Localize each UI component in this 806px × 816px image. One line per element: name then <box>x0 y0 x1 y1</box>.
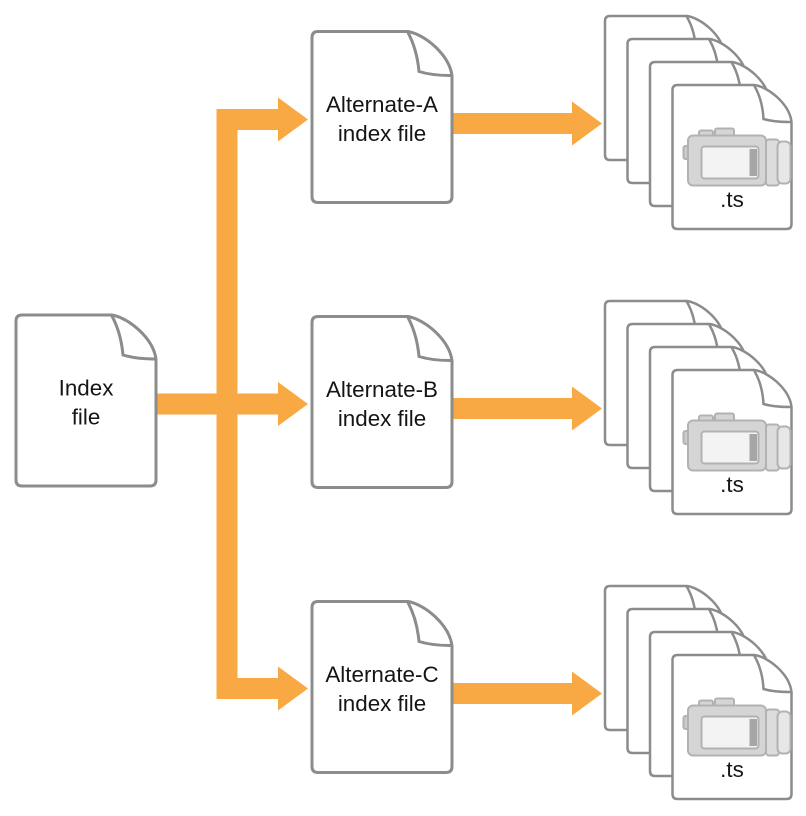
document-icon <box>310 30 454 204</box>
arrow-alternate-b-to-segments <box>451 386 602 431</box>
alternate-b-label-line2: index file <box>338 406 426 431</box>
alternate-c-label-line2: index file <box>338 691 426 716</box>
arrow-head-icon <box>278 382 308 426</box>
segment-label: .ts <box>720 187 744 212</box>
arrow-index-to-alternate-b <box>156 382 308 426</box>
segment-file-front: .ts <box>671 653 793 801</box>
connector-arrows <box>156 97 602 716</box>
arrow-alternate-a-to-segments <box>451 101 602 146</box>
arrow-to-alternate-a <box>216 97 308 142</box>
arrow-head-icon <box>572 101 602 146</box>
page-fold-icon <box>406 31 452 77</box>
video-camera-icon <box>682 697 792 757</box>
arrow-shaft <box>451 683 572 704</box>
index-file-label-line1: Index <box>59 376 114 401</box>
index-file-node: Index file <box>14 313 158 488</box>
document-icon <box>310 600 454 774</box>
segment-file-front: .ts <box>671 368 793 516</box>
segment-file-front: .ts <box>671 83 793 231</box>
alternate-a-label-line1: Alternate-A <box>326 92 438 117</box>
document-icon <box>14 313 158 488</box>
arrow-shaft <box>216 678 278 699</box>
alternate-c-node: Alternate-C index file <box>310 600 454 774</box>
page-fold-icon <box>406 316 452 362</box>
segment-stack-b: .ts <box>603 299 793 516</box>
arrow-head-icon <box>278 666 308 711</box>
segment-stack-c: .ts <box>603 584 793 801</box>
arrow-to-alternate-c <box>216 666 308 711</box>
arrow-shaft <box>451 113 572 134</box>
arrow-head-icon <box>572 671 602 716</box>
arrow-head-icon <box>278 97 308 142</box>
segment-stack-a: .ts <box>603 14 793 231</box>
arrow-head-icon <box>572 386 602 431</box>
arrow-alternate-c-to-segments <box>451 671 602 716</box>
alternate-a-node: Alternate-A index file <box>310 30 454 204</box>
alternate-c-label-line1: Alternate-C <box>325 662 438 687</box>
arrow-shaft <box>451 398 572 419</box>
page-fold-icon <box>406 601 452 647</box>
arrow-shaft <box>216 109 278 130</box>
page-fold-icon <box>110 314 156 361</box>
segment-label: .ts <box>720 472 744 497</box>
video-camera-icon <box>682 412 792 472</box>
segment-label: .ts <box>720 757 744 782</box>
arrow-shaft <box>156 393 278 415</box>
video-camera-icon <box>682 127 792 187</box>
alternate-b-label-line1: Alternate-B <box>326 377 438 402</box>
document-icon <box>310 315 454 489</box>
index-file-label-line2: file <box>72 405 101 430</box>
alternate-b-node: Alternate-B index file <box>310 315 454 489</box>
alternate-a-label-line2: index file <box>338 121 426 146</box>
